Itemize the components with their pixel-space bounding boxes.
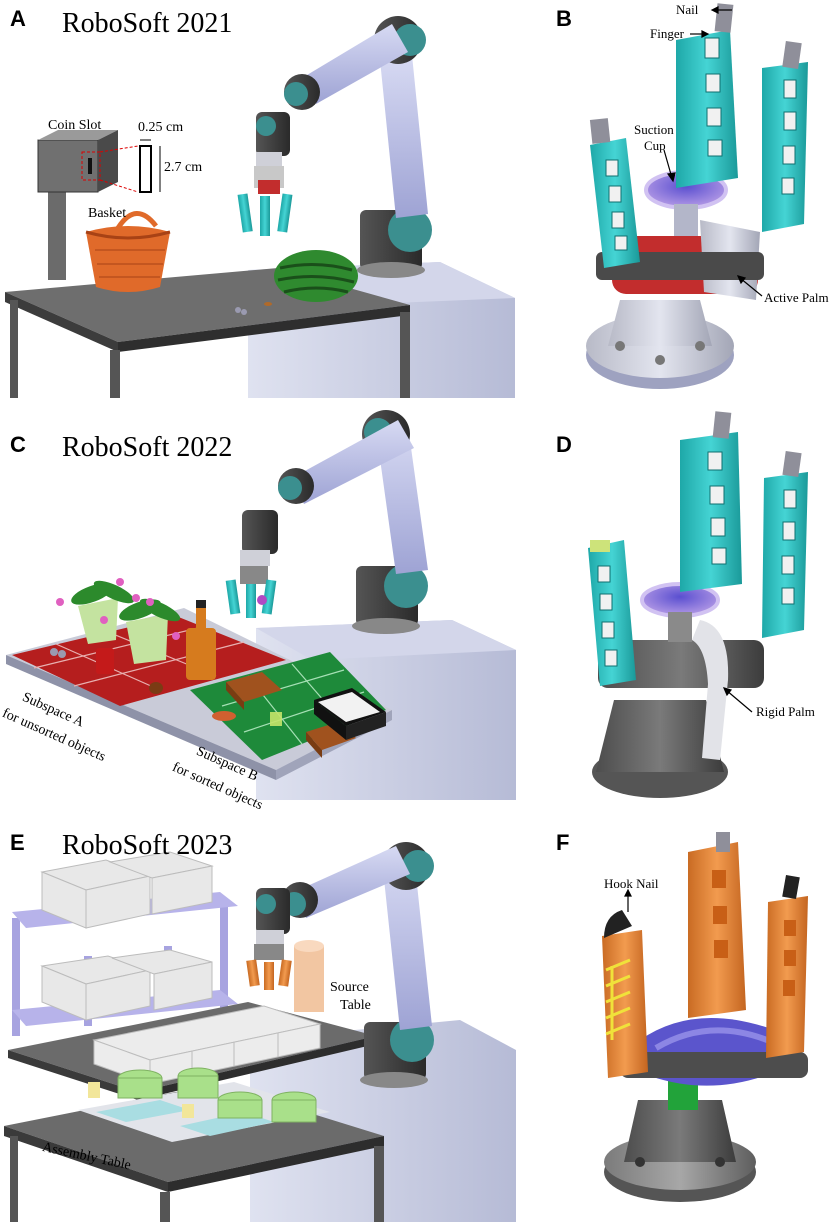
- suction-cup-label-line2: Cup: [644, 138, 666, 153]
- coin-slot-label: Coin Slot: [48, 118, 102, 133]
- panel-f-label: F: [556, 830, 570, 855]
- panel-e-label: E: [10, 830, 25, 855]
- active-palm-label: Active Palm: [764, 290, 829, 305]
- panel-d-gripper: [588, 411, 808, 798]
- panel-c-title: RoboSoft 2022: [62, 432, 233, 463]
- panel-c-label: C: [10, 432, 26, 457]
- panel-c-scene: [6, 410, 516, 800]
- suction-cup-label-line1: Suction: [634, 122, 674, 137]
- source-table-label-line1: Source: [330, 980, 369, 995]
- panel-e-title: RoboSoft 2023: [62, 830, 233, 861]
- dimension-height-label: 2.7 cm: [164, 160, 203, 175]
- dimension-width-label: 0.25 cm: [138, 120, 184, 135]
- basket-label: Basket: [88, 206, 127, 221]
- panel-d-label: D: [556, 432, 572, 457]
- panel-a-title: RoboSoft 2021: [62, 8, 233, 39]
- panel-a-scene: [5, 16, 515, 398]
- source-table-label-line2: Table: [340, 998, 371, 1013]
- nail-label: Nail: [676, 2, 699, 17]
- rigid-palm-label: Rigid Palm: [756, 704, 815, 719]
- finger-label: Finger: [650, 26, 684, 41]
- panel-b-gripper: [586, 3, 808, 389]
- panel-f-gripper: [602, 832, 808, 1202]
- panel-b-label: B: [556, 6, 572, 31]
- panel-e-scene: [4, 842, 516, 1222]
- panel-a-label: A: [10, 6, 26, 31]
- hook-nail-label: Hook Nail: [604, 876, 659, 891]
